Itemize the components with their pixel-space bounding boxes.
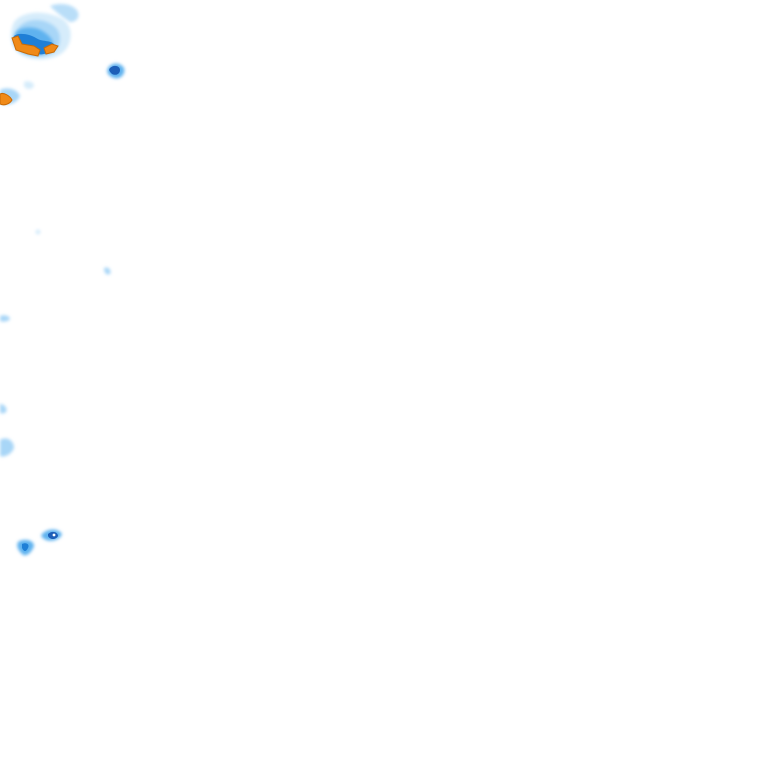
cell-west-faint-4 — [0, 404, 7, 414]
cell-southwest-2 — [41, 529, 62, 541]
cell-northwest-cluster — [10, 4, 79, 60]
cell-north-small — [107, 63, 125, 79]
cell-west-faint-2 — [104, 267, 111, 275]
cell-southwest-1 — [17, 539, 34, 556]
cell-west-faint-3 — [0, 315, 10, 322]
cell-northwest-edge — [0, 81, 34, 106]
cell-west-faint-1 — [35, 229, 41, 235]
cell-west-faint-5 — [0, 438, 14, 457]
